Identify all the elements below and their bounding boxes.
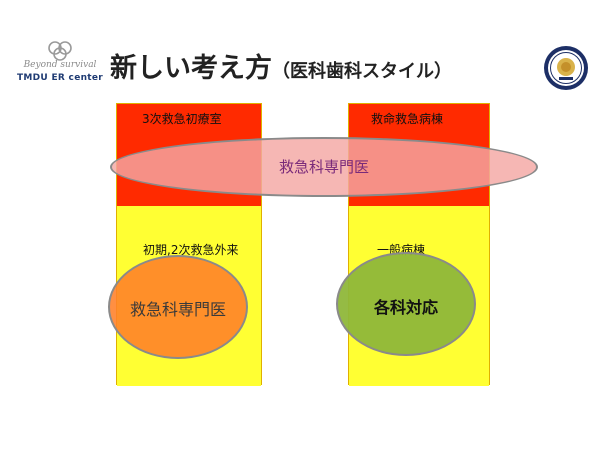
right-top-label: 救命救急病棟 — [371, 112, 444, 126]
left-top-label: 3次救急初療室 — [142, 112, 222, 126]
tmdu-er-logo: Beyond survival TMDU ER center — [14, 40, 106, 92]
university-seal-icon — [544, 46, 588, 90]
band-label: 救急科専門医 — [278, 158, 369, 176]
emergency-specialist-band — [110, 137, 538, 197]
slide-title: 新しい考え方（医科歯科スタイル） — [110, 46, 452, 86]
flower-logo-icon — [48, 41, 72, 61]
right-oval-label: 各科対応 — [373, 298, 438, 317]
left-bottom-label: 初期,2次救急外来 — [143, 243, 239, 257]
right-departments-oval — [336, 252, 476, 356]
logo-script-text: Beyond survival — [23, 60, 97, 70]
title-main: 新しい考え方 — [110, 53, 272, 84]
title-sub: （医科歯科スタイル） — [272, 61, 452, 82]
left-specialist-oval — [108, 255, 248, 359]
logo-er-center-text: TMDU ER center — [16, 73, 104, 83]
left-oval-label: 救急科専門医 — [129, 300, 226, 319]
